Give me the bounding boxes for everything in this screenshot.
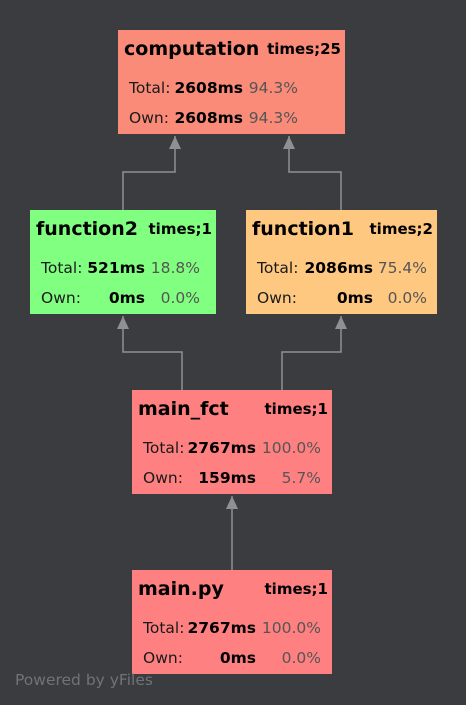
own-label: Own: bbox=[143, 469, 183, 487]
own-ms: 159ms bbox=[198, 469, 256, 487]
total-pct: 100.0% bbox=[261, 439, 321, 457]
total-row: Total: 2608ms 94.3% bbox=[118, 77, 345, 99]
node-main-fct[interactable]: main_fct times;1 Total: 2767ms 100.0% Ow… bbox=[132, 390, 332, 494]
total-label: Total: bbox=[41, 259, 83, 277]
node-name: main_fct bbox=[138, 398, 229, 420]
node-computation[interactable]: computation times;25 Total: 2608ms 94.3%… bbox=[118, 30, 345, 134]
node-times: times;1 bbox=[148, 220, 212, 238]
own-ms: 0ms bbox=[336, 289, 373, 307]
own-label: Own: bbox=[257, 289, 297, 307]
arrowhead-main_py-to-main_fct bbox=[226, 496, 238, 509]
node-name: main.py bbox=[138, 578, 224, 600]
arrowhead-function2-to-computation bbox=[169, 136, 181, 149]
total-label: Total: bbox=[143, 439, 185, 457]
total-ms: 2086ms bbox=[304, 259, 373, 277]
own-pct: 0.0% bbox=[387, 289, 427, 307]
own-ms: 0ms bbox=[108, 289, 145, 307]
total-label: Total: bbox=[257, 259, 299, 277]
own-ms: 0ms bbox=[219, 649, 256, 667]
total-pct: 18.8% bbox=[150, 259, 200, 277]
yfiles-watermark: Powered by yFiles bbox=[15, 671, 153, 689]
node-name: computation bbox=[124, 38, 260, 60]
total-pct: 75.4% bbox=[377, 259, 427, 277]
total-row: Total: 2086ms 75.4% bbox=[246, 257, 437, 279]
total-row: Total: 2767ms 100.0% bbox=[132, 617, 332, 639]
total-pct: 94.3% bbox=[248, 79, 298, 97]
node-times: times;1 bbox=[264, 400, 328, 418]
node-function2[interactable]: function2 times;1 Total: 521ms 18.8% Own… bbox=[30, 210, 216, 314]
own-row: Own: 2608ms 94.3% bbox=[118, 107, 345, 129]
node-name: function1 bbox=[252, 218, 354, 240]
own-label: Own: bbox=[41, 289, 81, 307]
own-pct: 94.3% bbox=[248, 109, 298, 127]
total-ms: 2767ms bbox=[187, 439, 256, 457]
edge-function2-to-computation bbox=[122, 136, 176, 210]
own-row: Own: 159ms 5.7% bbox=[132, 467, 332, 489]
total-row: Total: 2767ms 100.0% bbox=[132, 437, 332, 459]
total-ms: 521ms bbox=[87, 259, 145, 277]
own-row: Own: 0ms 0.0% bbox=[132, 647, 332, 669]
edge-main_fct-to-function2 bbox=[122, 316, 183, 390]
node-main-py[interactable]: main.py times;1 Total: 2767ms 100.0% Own… bbox=[132, 570, 332, 674]
node-name: function2 bbox=[36, 218, 138, 240]
node-function1[interactable]: function1 times;2 Total: 2086ms 75.4% Ow… bbox=[246, 210, 437, 314]
node-times: times;1 bbox=[264, 580, 328, 598]
total-row: Total: 521ms 18.8% bbox=[30, 257, 216, 279]
total-ms: 2608ms bbox=[174, 79, 243, 97]
total-label: Total: bbox=[143, 619, 185, 637]
total-label: Total: bbox=[129, 79, 171, 97]
arrowhead-function1-to-computation bbox=[283, 136, 295, 149]
total-ms: 2767ms bbox=[187, 619, 256, 637]
own-pct: 0.0% bbox=[160, 289, 200, 307]
node-times: times;2 bbox=[369, 220, 433, 238]
own-label: Own: bbox=[143, 649, 183, 667]
own-pct: 0.0% bbox=[281, 649, 321, 667]
arrowhead-main_fct-to-function1 bbox=[335, 316, 347, 329]
own-row: Own: 0ms 0.0% bbox=[246, 287, 437, 309]
own-row: Own: 0ms 0.0% bbox=[30, 287, 216, 309]
own-label: Own: bbox=[129, 109, 169, 127]
total-pct: 100.0% bbox=[261, 619, 321, 637]
own-pct: 5.7% bbox=[281, 469, 321, 487]
arrowhead-main_fct-to-function2 bbox=[117, 316, 129, 329]
edge-main_fct-to-function1 bbox=[281, 316, 342, 390]
node-times: times;25 bbox=[267, 40, 341, 58]
own-ms: 2608ms bbox=[174, 109, 243, 127]
edge-function1-to-computation bbox=[288, 136, 342, 210]
